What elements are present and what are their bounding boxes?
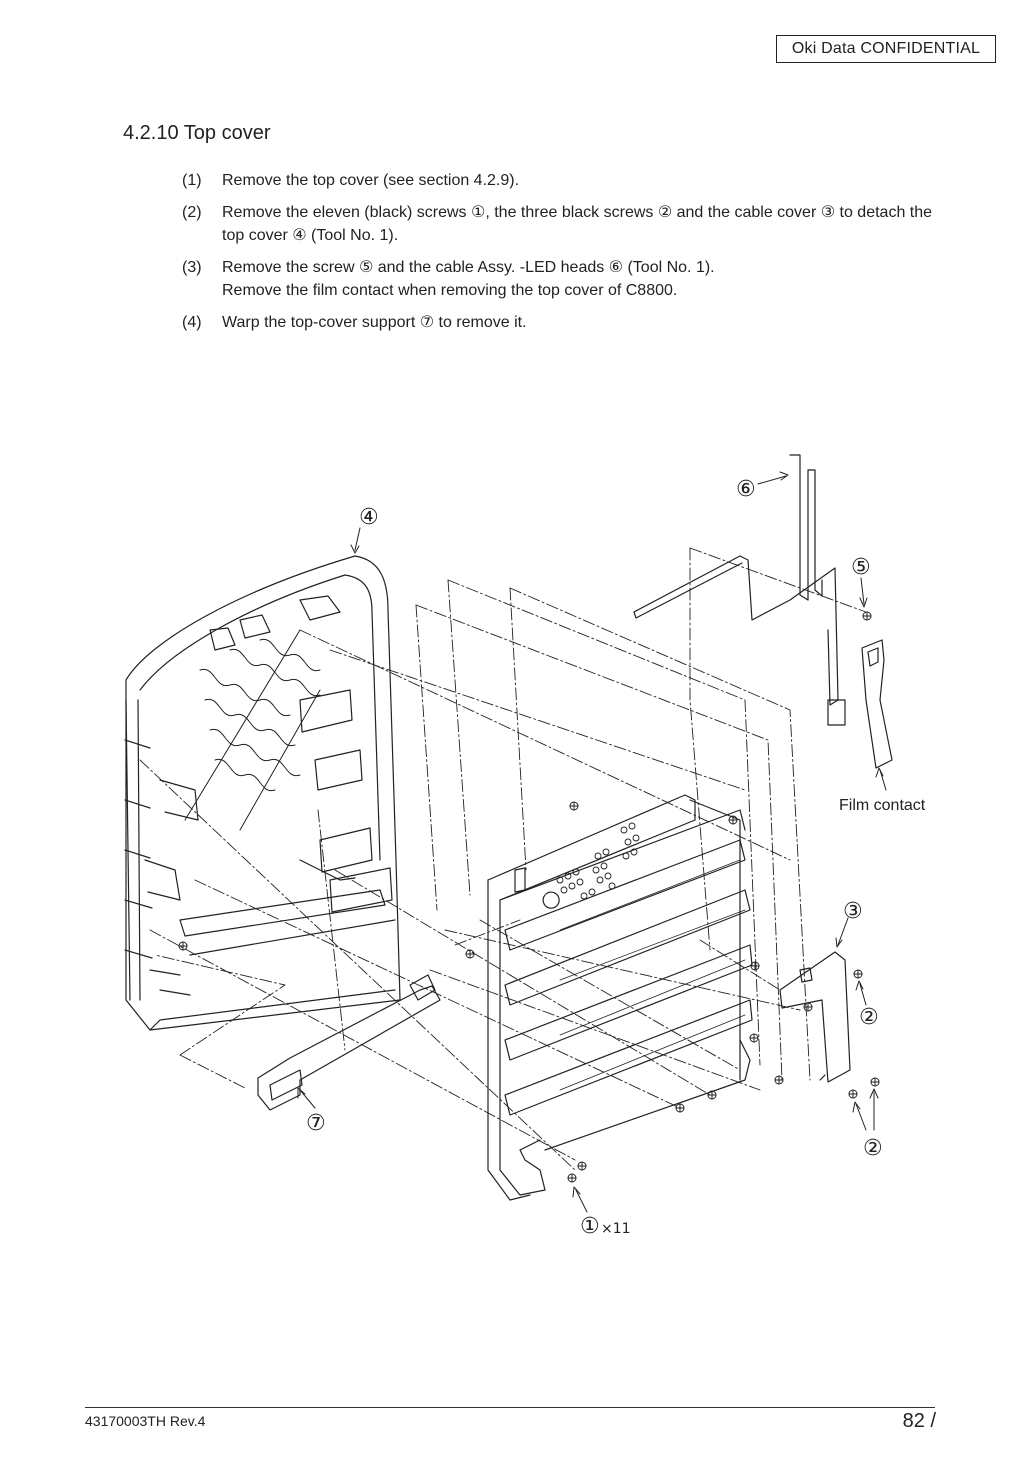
section-title: 4.2.10 Top cover [123, 122, 271, 144]
screw-icon [728, 815, 738, 825]
printer-frame-part [487, 794, 753, 1201]
top-cover-part [124, 555, 401, 1031]
callout-5: ⑤ [851, 555, 871, 580]
callout-2: ② [859, 1005, 879, 1030]
callout-labels: ④ ⑥ ⑤ ③ ② ② ⑦ ① ×11 Film contact [306, 477, 926, 1239]
top-cover-support-part [257, 974, 441, 1111]
screw-icon [848, 1089, 858, 1099]
screw-icon [675, 1103, 685, 1113]
screw-icon [862, 611, 872, 621]
callout-1: ① [580, 1214, 600, 1239]
step-item: (1) Remove the top cover (see section 4.… [182, 169, 942, 192]
callout-leaders [297, 471, 887, 1213]
screw-icon [750, 961, 760, 971]
callout-2: ② [863, 1136, 883, 1161]
screw-icon [774, 1075, 784, 1085]
step-item: (4) Warp the top-cover support ⑦ to remo… [182, 311, 942, 334]
document-id: 43170003TH Rev.4 [85, 1413, 206, 1429]
callout-3: ③ [843, 899, 863, 924]
film-contact-part [861, 639, 893, 769]
step-text-line: Remove the film contact when removing th… [222, 282, 678, 299]
cover-ribs [184, 629, 321, 831]
step-number: (2) [182, 204, 202, 221]
page-number: 82 / [902, 1410, 936, 1432]
step-text: Remove the top cover (see section 4.2.9)… [222, 172, 520, 189]
step-list: (1) Remove the top cover (see section 4.… [182, 169, 942, 343]
confidential-box: Oki Data CONFIDENTIAL [776, 35, 996, 63]
screw-icon [749, 1033, 759, 1043]
step-number: (4) [182, 314, 202, 331]
screws [178, 611, 880, 1183]
screw-icon [178, 941, 188, 951]
step-number: (3) [182, 259, 202, 276]
step-item: (3) Remove the screw ⑤ and the cable Ass… [182, 256, 942, 302]
screw-icon [569, 801, 579, 811]
callout-7: ⑦ [306, 1111, 326, 1136]
step-text: Warp the top-cover support ⑦ to remove i… [222, 314, 527, 331]
cable-cover-part [779, 951, 851, 1083]
step-text-line: Remove the screw ⑤ and the cable Assy. -… [222, 259, 715, 276]
step-text: Remove the eleven (black) screws ①, the … [222, 204, 933, 244]
footer-divider [85, 1407, 935, 1408]
film-contact-label: Film contact [839, 797, 926, 814]
screw-icon [577, 1161, 587, 1171]
step-text: Remove the screw ⑤ and the cable Assy. -… [222, 256, 942, 302]
callout-4: ④ [359, 505, 379, 530]
screw-icon [707, 1090, 717, 1100]
screw-icon [853, 969, 863, 979]
step-item: (2) Remove the eleven (black) screws ①, … [182, 201, 942, 247]
step-number: (1) [182, 172, 202, 189]
screw-icon [803, 1002, 813, 1012]
screw-icon [465, 949, 475, 959]
callout-1-quantity: ×11 [601, 1221, 631, 1237]
screw-icon [567, 1173, 577, 1183]
led-cable-part [633, 454, 846, 726]
assembly-guide-lines [139, 547, 867, 1171]
callout-6: ⑥ [736, 477, 756, 502]
frame-holes [556, 822, 640, 900]
screw-icon [870, 1077, 880, 1087]
